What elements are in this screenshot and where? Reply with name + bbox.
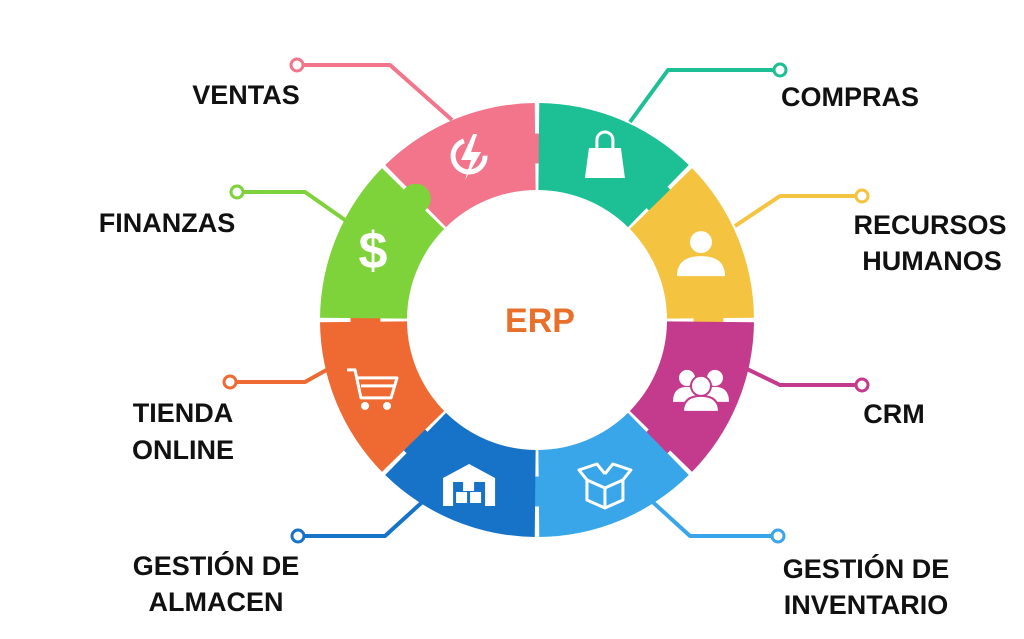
shopping-bag-icon — [584, 130, 625, 179]
connector-lines — [222, 57, 870, 544]
open-box-icon — [577, 462, 633, 510]
ventas-connector-dot — [289, 57, 305, 73]
compras-connector-dot — [772, 62, 788, 78]
rrhh-label-line-2: HUMANOS — [862, 246, 1002, 276]
tienda-label-line-1: TIENDA — [133, 398, 234, 428]
compras-connector-line — [628, 68, 780, 124]
user-icon — [676, 231, 725, 277]
ventas-label: VENTAS — [192, 80, 300, 110]
finanzas-label: FINANZAS — [99, 208, 236, 238]
rrhh-label-line-1: RECURSOS — [853, 210, 1006, 240]
tienda-label-line-2: ONLINE — [132, 435, 234, 465]
rrhh-connector-line — [733, 194, 862, 228]
inventario-connector-dot — [770, 528, 786, 544]
module-ring — [320, 103, 754, 537]
crm-connector-dot — [854, 377, 870, 393]
almacen-connector-dot — [290, 528, 306, 544]
crm-label: CRM — [863, 399, 925, 429]
inventario-label-line-2: INVENTARIO — [784, 590, 949, 620]
tienda-connector-dot — [222, 374, 238, 390]
crm-connector-line — [744, 366, 862, 387]
finanzas-connector-dot — [229, 184, 245, 200]
warehouse-icon — [443, 463, 496, 506]
finanzas-connector-line — [237, 190, 347, 222]
almacen-label-line-2: ALMACEN — [149, 587, 284, 617]
finanzas-puzzle-knob — [400, 183, 431, 214]
center-disc — [408, 191, 666, 449]
lightning-gear-icon — [450, 134, 488, 181]
center-label: ERP — [505, 302, 575, 340]
almacen-connector-line — [298, 493, 432, 538]
compras-label: COMPRAS — [781, 82, 919, 112]
almacen-label-line-1: GESTIÓN DE — [133, 550, 300, 581]
module-icons: $ — [347, 130, 729, 510]
inventario-connector-line — [643, 493, 778, 538]
ventas-connector-line — [297, 63, 454, 122]
dollar-icon: $ — [359, 222, 388, 280]
module-labels: VENTAS COMPRAS RECURSOS HUMANOS CRM GESTIÓN D… — [99, 80, 1007, 620]
tienda-connector-line — [230, 366, 331, 384]
inventario-segment — [538, 412, 689, 537]
people-group-icon — [672, 369, 729, 413]
svg-text:$: $ — [359, 222, 388, 280]
inventario-label-line-1: GESTIÓN DE — [783, 553, 950, 584]
rrhh-connector-dot — [854, 188, 870, 204]
shopping-cart-icon — [347, 368, 399, 410]
